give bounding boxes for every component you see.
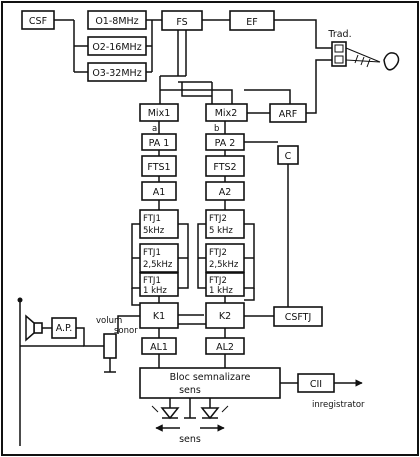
led-right-icon [200, 405, 229, 420]
ftj1-1khz-line2: 1 kHz [143, 286, 167, 296]
block-a1: A1 [141, 181, 177, 201]
block-ef: EF [229, 10, 275, 31]
ef-label: EF [246, 17, 257, 28]
block-csftj: CSFTJ [273, 306, 323, 327]
block-mix2: Mix2 [205, 103, 248, 122]
mix1-label: Mix1 [148, 108, 171, 119]
connection-lines [17, 19, 363, 446]
sonor-label: sonor [114, 326, 138, 336]
pa1-label: PA 1 [149, 138, 170, 149]
o3-label: O3-32MHz [92, 68, 141, 79]
mix2-label: Mix2 [215, 108, 238, 119]
transducer: Trad. [327, 29, 400, 71]
block-fts1: FTS1 [141, 155, 177, 177]
ftj2-1khz-line2: 1 kHz [209, 286, 233, 296]
al1-label: AL1 [150, 342, 168, 353]
block-o3: O3-32MHz [87, 62, 147, 82]
block-al2: AL2 [205, 337, 245, 355]
block-ftj2-5khz: FTJ2 5 kHz [205, 209, 245, 239]
target-fish-icon [383, 52, 400, 71]
block-mix1: Mix1 [139, 103, 179, 122]
pa2-label: PA 2 [215, 138, 236, 149]
al2-label: AL2 [216, 342, 234, 353]
o2-label: O2-16MHz [92, 42, 141, 53]
arf-label: ARF [279, 109, 298, 120]
k2-label: K2 [219, 311, 231, 322]
ftj1-2-5khz-line1: FTJ1 [143, 248, 161, 258]
block-ap: A.P. [51, 317, 77, 339]
block-ftj2-2-5khz: FTJ2 2,5kHz [205, 243, 245, 273]
signal-a-label: a [152, 124, 157, 134]
csftj-label: CSFTJ [285, 312, 312, 323]
block-bloc-semnalizare: Bloc semnalizare sens [139, 367, 281, 399]
block-ftj1-1khz: FTJ1 1 kHz [139, 272, 179, 297]
block-al1: AL1 [141, 337, 177, 355]
block-c: C [277, 145, 299, 165]
bloc-line2: sens [179, 385, 201, 396]
c-label: C [285, 151, 292, 162]
led-left-icon [151, 405, 180, 420]
fts2-label: FTS2 [213, 162, 236, 173]
ap-label: A.P. [56, 323, 73, 334]
a2-label: A2 [219, 187, 232, 198]
block-k2: K2 [205, 302, 245, 329]
block-pa2: PA 2 [205, 133, 245, 151]
block-o1: O1-8MHz [87, 10, 147, 30]
block-ftj1-2-5khz: FTJ1 2,5kHz [139, 243, 179, 273]
block-pa1: PA 1 [141, 133, 177, 151]
volume-potentiometer: volum sonor [96, 316, 138, 359]
signal-b-label: b [214, 124, 219, 134]
block-o2: O2-16MHz [87, 36, 147, 56]
bloc-line1: Bloc semnalizare [170, 372, 251, 383]
ftj1-1khz-line1: FTJ1 [143, 276, 161, 286]
inregistrator-label: inregistrator [312, 400, 365, 410]
ftj1-5khz-line2: 5kHz [143, 226, 165, 236]
block-ftj2-1khz: FTJ2 1 kHz [205, 272, 245, 297]
block-k1: K1 [139, 302, 179, 329]
block-fts2: FTS2 [205, 155, 245, 177]
sens-label: sens [179, 434, 201, 445]
block-csf: CSF [21, 10, 55, 30]
ftj2-5khz-line2: 5 kHz [209, 226, 233, 236]
fts1-label: FTS1 [147, 162, 170, 173]
ftj2-2-5khz-line2: 2,5kHz [209, 260, 239, 270]
volum-label: volum [96, 316, 122, 326]
fs-label: FS [176, 17, 187, 28]
ftj1-2-5khz-line2: 2,5kHz [143, 260, 173, 270]
csf-label: CSF [29, 16, 47, 27]
block-cii: CII [297, 373, 335, 393]
k1-label: K1 [153, 311, 165, 322]
block-arf: ARF [269, 103, 307, 123]
block-ftj1-5khz: FTJ1 5kHz [139, 209, 179, 239]
ftj2-1khz-line1: FTJ2 [209, 276, 227, 286]
ftj1-5khz-line1: FTJ1 [143, 214, 161, 224]
block-fs: FS [161, 10, 203, 31]
ftj2-5khz-line1: FTJ2 [209, 214, 227, 224]
o1-label: O1-8MHz [95, 16, 138, 27]
a1-label: A1 [153, 187, 166, 198]
block-a2: A2 [205, 181, 245, 201]
trad-label: Trad. [327, 29, 351, 40]
cii-label: CII [310, 379, 322, 390]
speaker-icon [25, 314, 43, 342]
ftj2-2-5khz-line1: FTJ2 [209, 248, 227, 258]
